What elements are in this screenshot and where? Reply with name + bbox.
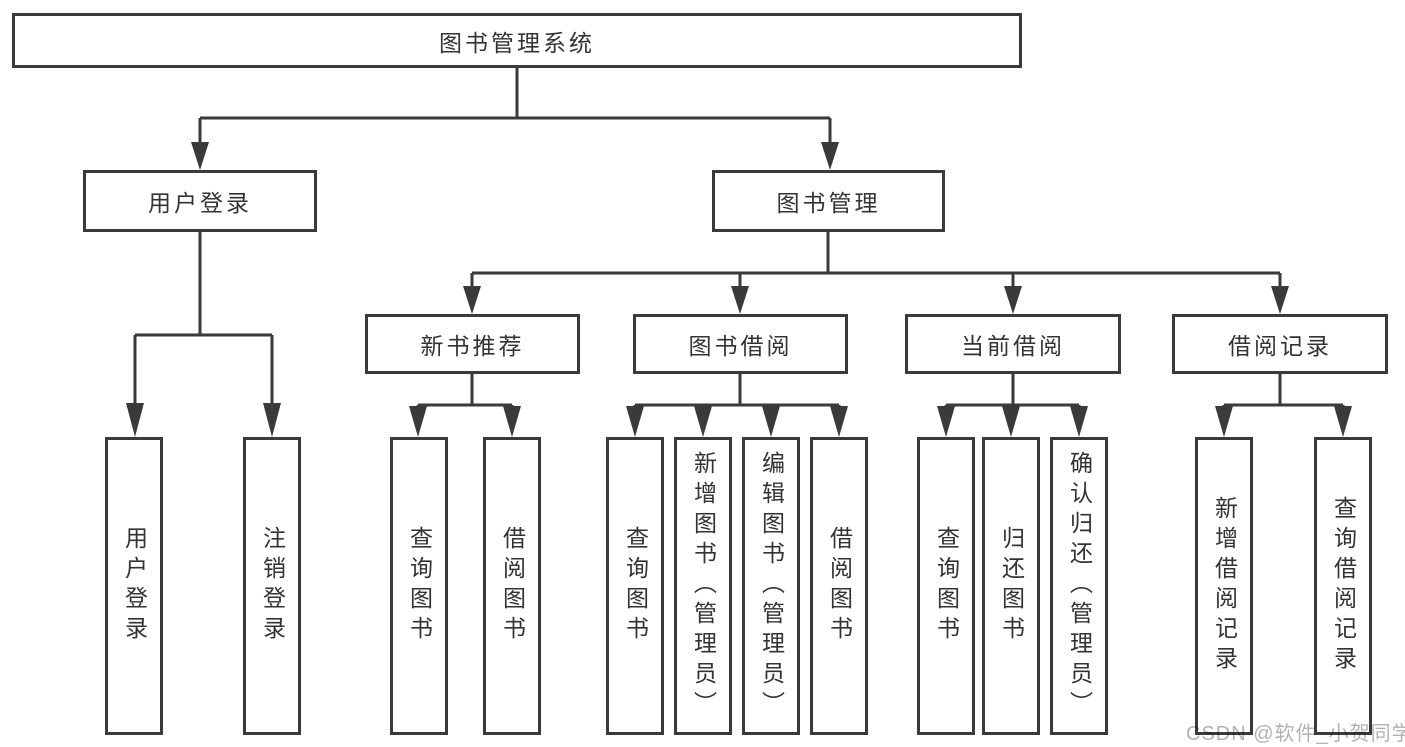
leaf-label: 查询图书 [933, 526, 960, 646]
leaf-label: 编辑图书（管理员） [758, 451, 785, 721]
leaf-label: 注销登录 [259, 526, 286, 646]
leaf-logout: 注销登录 [243, 437, 301, 735]
node-root-library-system: 图书管理系统 [12, 13, 1022, 68]
leaf-return-books: 归还图书 [982, 437, 1040, 735]
leaf-label: 确认归还（管理员） [1066, 451, 1093, 721]
leaf-edit-books-admin: 编辑图书（管理员） [742, 437, 800, 735]
leaf-user-login: 用户登录 [105, 437, 163, 735]
leaf-label: 借阅图书 [826, 526, 853, 646]
leaf-add-borrow-record: 新增借阅记录 [1195, 437, 1253, 735]
node-book-management: 图书管理 [712, 170, 945, 232]
leaf-label: 新增图书（管理员） [690, 451, 717, 721]
node-borrow-records: 借阅记录 [1172, 314, 1388, 374]
leaf-label: 查询图书 [622, 526, 649, 646]
leaf-label: 借阅图书 [499, 526, 526, 646]
leaf-label: 用户登录 [121, 526, 148, 646]
leaf-query-books-recommend: 查询图书 [390, 437, 448, 735]
leaf-query-borrow-record: 查询借阅记录 [1314, 437, 1372, 735]
node-book-borrow: 图书借阅 [633, 314, 848, 374]
leaf-label: 查询借阅记录 [1330, 496, 1357, 676]
leaf-query-books-current: 查询图书 [917, 437, 975, 735]
leaf-borrow-books: 借阅图书 [810, 437, 868, 735]
leaf-label: 归还图书 [998, 526, 1025, 646]
leaf-label: 查询图书 [406, 526, 433, 646]
leaf-borrow-books-recommend: 借阅图书 [483, 437, 541, 735]
node-user-login: 用户登录 [83, 170, 317, 232]
node-current-borrow: 当前借阅 [905, 314, 1121, 374]
leaf-confirm-return-admin: 确认归还（管理员） [1050, 437, 1108, 735]
leaf-label: 新增借阅记录 [1211, 496, 1238, 676]
leaf-add-books-admin: 新增图书（管理员） [674, 437, 732, 735]
node-new-book-recommend: 新书推荐 [365, 314, 580, 374]
leaf-query-books-borrow: 查询图书 [606, 437, 664, 735]
csdn-watermark: CSDN @软件_小贺同学 [1186, 723, 1405, 745]
